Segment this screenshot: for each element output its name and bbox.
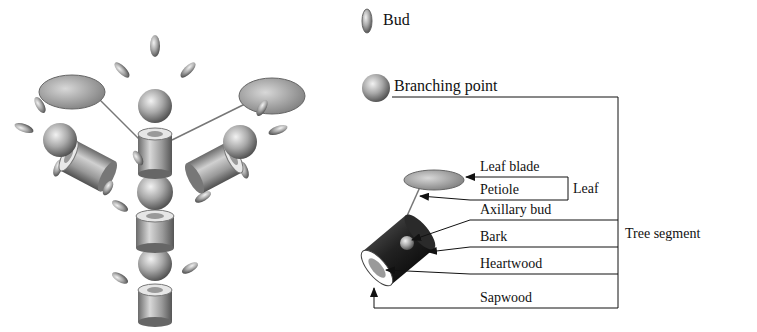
part-label: Petiole xyxy=(480,182,519,198)
leader-lines xyxy=(374,97,618,308)
legend-text: Branching point xyxy=(394,77,498,95)
part-label: Sapwood xyxy=(480,290,532,306)
part-label: Bark xyxy=(480,229,507,245)
legend-text: Bud xyxy=(383,11,410,29)
part-label: Heartwood xyxy=(480,256,542,272)
part-label: Tree segment xyxy=(625,226,700,242)
part-label: Leaf blade xyxy=(480,159,539,175)
part-label: Axillary bud xyxy=(480,202,551,218)
tree-model xyxy=(13,35,305,327)
part-label: Leaf xyxy=(573,181,599,197)
bud-sample xyxy=(362,9,372,33)
branching-point-sample xyxy=(362,74,390,102)
